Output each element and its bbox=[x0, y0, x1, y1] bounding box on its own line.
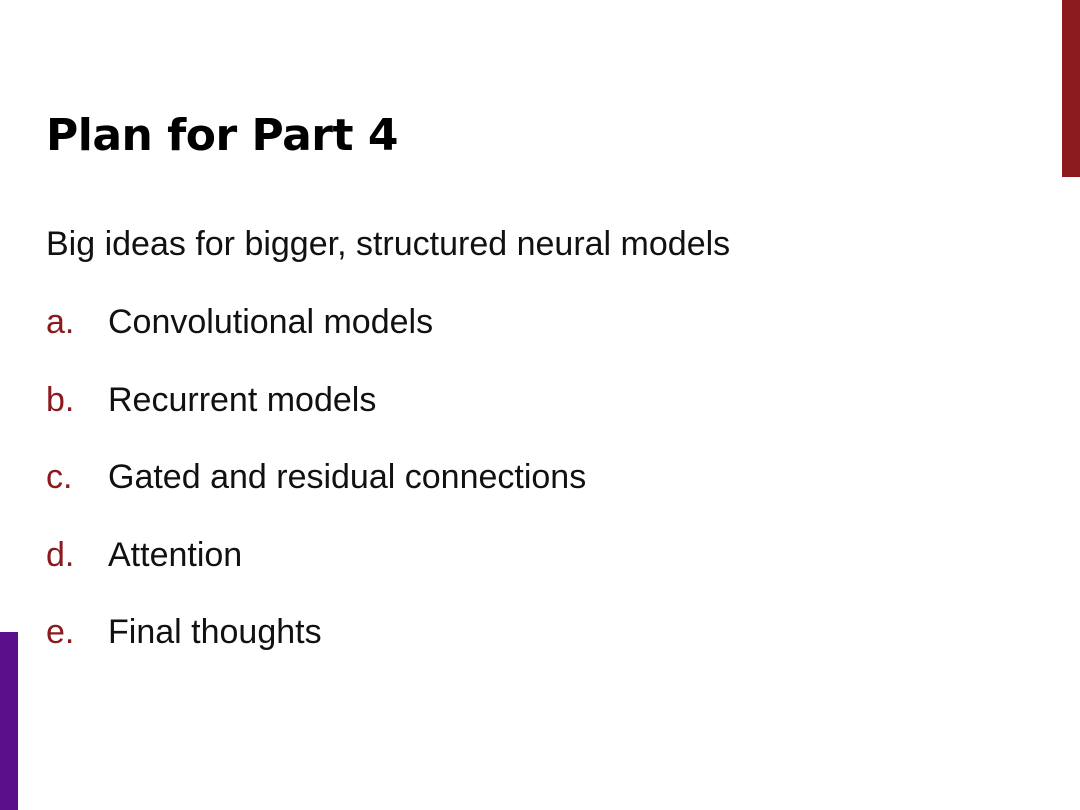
list-item: a. Convolutional models bbox=[46, 300, 586, 378]
list-item: e. Final thoughts bbox=[46, 610, 586, 688]
slide-title: Plan for Part 4 bbox=[46, 110, 398, 161]
list-marker: b. bbox=[46, 380, 75, 419]
list-item-text: Recurrent models bbox=[108, 380, 377, 419]
list-marker: a. bbox=[46, 303, 75, 341]
accent-bar-left bbox=[0, 632, 18, 810]
list-item-text: Attention bbox=[108, 535, 243, 574]
list-item-text: Gated and residual connections bbox=[108, 458, 587, 496]
list-item: c. Gated and residual connections bbox=[46, 455, 586, 533]
plan-list: a. Convolutional models b. Recurrent mod… bbox=[46, 300, 586, 688]
list-item-text: Final thoughts bbox=[108, 613, 322, 651]
list-marker: d. bbox=[46, 535, 75, 574]
list-item-text: Convolutional models bbox=[108, 303, 434, 341]
slide-intro: Big ideas for bigger, structured neural … bbox=[46, 225, 731, 263]
accent-bar-right bbox=[1062, 0, 1080, 177]
list-item: b. Recurrent models bbox=[46, 378, 586, 456]
list-marker: e. bbox=[46, 613, 75, 651]
list-item: d. Attention bbox=[46, 533, 586, 611]
list-marker: c. bbox=[46, 458, 73, 496]
